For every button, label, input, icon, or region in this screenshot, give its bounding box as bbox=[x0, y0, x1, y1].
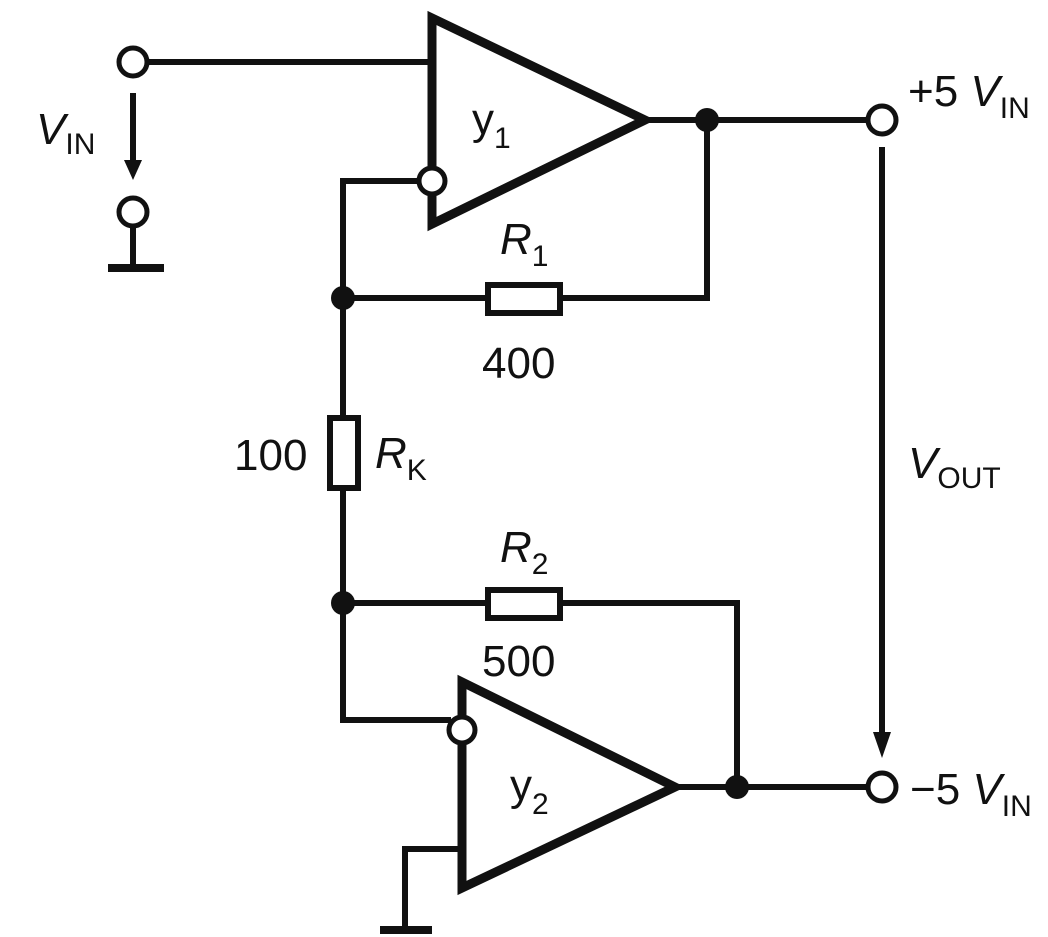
output-negative-label: −5 VIN bbox=[910, 765, 1032, 823]
input-terminal bbox=[116, 45, 150, 79]
r2-value: 500 bbox=[482, 637, 555, 686]
r1-value: 400 bbox=[482, 339, 555, 388]
r2-label: R2 bbox=[500, 523, 548, 581]
r1-label: R1 bbox=[500, 215, 548, 273]
op-amp-y2 bbox=[457, 674, 686, 896]
input-ground-terminal bbox=[116, 195, 150, 229]
vin-label: VIN bbox=[36, 105, 95, 161]
junction-r1-left bbox=[331, 286, 355, 310]
resistor-rk bbox=[327, 415, 361, 491]
junction-amp2-output bbox=[725, 775, 749, 799]
resistor-r2 bbox=[485, 587, 563, 621]
junction-r2-left bbox=[331, 591, 355, 615]
output-terminal-positive bbox=[865, 103, 899, 137]
amp1-inverting-bubble bbox=[416, 165, 448, 197]
junction-amp1-output bbox=[695, 108, 719, 132]
vout-label: VOUT bbox=[908, 439, 1001, 495]
output-terminal-negative bbox=[865, 770, 899, 804]
vin-arrowhead bbox=[124, 160, 142, 180]
op-amp-y1 bbox=[427, 10, 656, 232]
rk-value: 100 bbox=[234, 431, 307, 480]
amp2-inverting-bubble bbox=[446, 714, 478, 746]
amp2-label: y2 bbox=[510, 761, 549, 821]
output-positive-label: +5 VIN bbox=[908, 67, 1030, 125]
resistor-r1 bbox=[485, 282, 563, 316]
rk-label: RK bbox=[375, 429, 427, 487]
vout-arrowhead bbox=[873, 732, 891, 758]
amp1-label: y1 bbox=[472, 95, 511, 155]
